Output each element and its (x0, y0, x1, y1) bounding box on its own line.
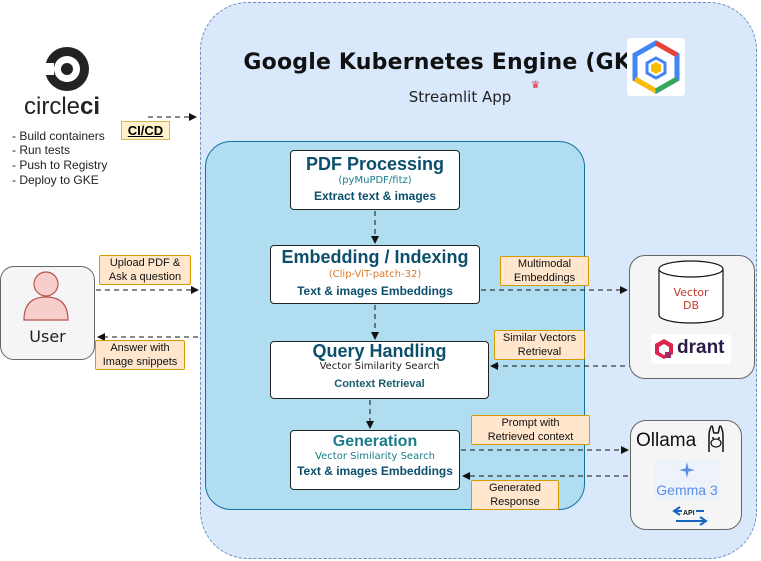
generated-response-note: Generated Response (471, 480, 559, 510)
embedding-title: Embedding / Indexing (281, 247, 469, 267)
ci-task-deploy: - Deploy to GKE (12, 173, 99, 187)
ci-task-build: - Build containers (12, 129, 105, 143)
cicd-label: CI/CD (121, 121, 170, 140)
generated-note-line2: Response (490, 496, 540, 508)
query-handling-box: Query Handling Vector Similarity Search … (270, 341, 489, 399)
answer-note-line2: Image snippets (102, 356, 178, 368)
multimodal-note-line1: Multimodal (517, 258, 572, 270)
ci-task-test: - Run tests (12, 143, 71, 157)
prompt-note: Prompt with Retrieved context (471, 415, 590, 445)
vector-db-label-line2: DB (682, 299, 700, 312)
user-label: User (29, 327, 66, 346)
similar-note-line2: Retrieval (517, 346, 562, 358)
multimodal-note-line2: Embeddings (513, 272, 576, 284)
generation-box: Generation Vector Similarity Search Text… (290, 430, 460, 490)
upload-note-line2: Ask a question (108, 271, 182, 283)
pdf-processing-desc: Extract text & images (313, 189, 437, 203)
similar-note-line1: Similar Vectors (502, 332, 577, 344)
generation-title: Generation (332, 433, 418, 450)
answer-note: Answer with Image snippets (95, 340, 185, 370)
circleci-wordmark-suffix: ci (80, 93, 101, 120)
streamlit-app-label: Streamlit App (408, 88, 512, 106)
similar-vectors-note: Similar Vectors Retrieval (494, 330, 585, 360)
generated-note-line1: Generated (489, 482, 541, 494)
vector-db-label: Vector DB (655, 286, 727, 312)
user-actor: User (0, 266, 95, 360)
pdf-processing-lib: (pyMuPDF/fitz) (338, 175, 412, 186)
embedding-model: (Clip-ViT-patch-32) (328, 269, 422, 280)
gke-title: Google Kubernetes Engine (GKE) (243, 50, 657, 75)
embedding-indexing-box: Embedding / Indexing (Clip-ViT-patch-32)… (270, 245, 480, 304)
ci-task-push: - Push to Registry (12, 158, 108, 172)
query-title: Query Handling (312, 341, 447, 361)
circleci-logo-icon (43, 47, 89, 91)
api-label: API (682, 510, 696, 517)
streamlit-crown-icon: ♛ (531, 80, 540, 91)
generation-sub: Vector Similarity Search (315, 451, 435, 462)
upload-note-line1: Upload PDF & (109, 257, 181, 269)
qdrant-icon (655, 339, 673, 359)
api-icon: API (670, 505, 710, 527)
gemma-model-label: Gemma 3 (656, 482, 718, 498)
circleci-wordmark: circleci (24, 93, 100, 121)
pdf-processing-title: PDF Processing (305, 154, 445, 174)
prompt-note-line2: Retrieved context (487, 431, 574, 443)
gemma-logo: Gemma 3 (654, 460, 720, 500)
query-desc: Context Retrieval (334, 378, 425, 390)
upload-note: Upload PDF & Ask a question (99, 255, 191, 285)
user-avatar-icon (23, 271, 69, 321)
embedding-desc: Text & images Embeddings (297, 284, 453, 298)
gke-logo-icon (627, 38, 685, 96)
qdrant-wordmark: drant (677, 337, 725, 358)
qdrant-logo: drant (651, 334, 731, 364)
llama-icon (708, 425, 724, 452)
multimodal-note: Multimodal Embeddings (500, 256, 589, 286)
prompt-note-line1: Prompt with (501, 417, 560, 429)
pdf-processing-box: PDF Processing (pyMuPDF/fitz) Extract te… (290, 150, 460, 210)
query-sub: Vector Similarity Search (319, 361, 440, 372)
circleci-wordmark-prefix: circle (24, 93, 81, 120)
answer-note-line1: Answer with (110, 342, 170, 354)
vector-db-label-line1: Vector (673, 286, 709, 299)
database-cylinder-icon (658, 260, 724, 324)
generation-desc: Text & images Embeddings (297, 464, 453, 478)
ollama-label: Ollama (636, 430, 697, 451)
gemma-sparkle-icon (679, 462, 695, 478)
